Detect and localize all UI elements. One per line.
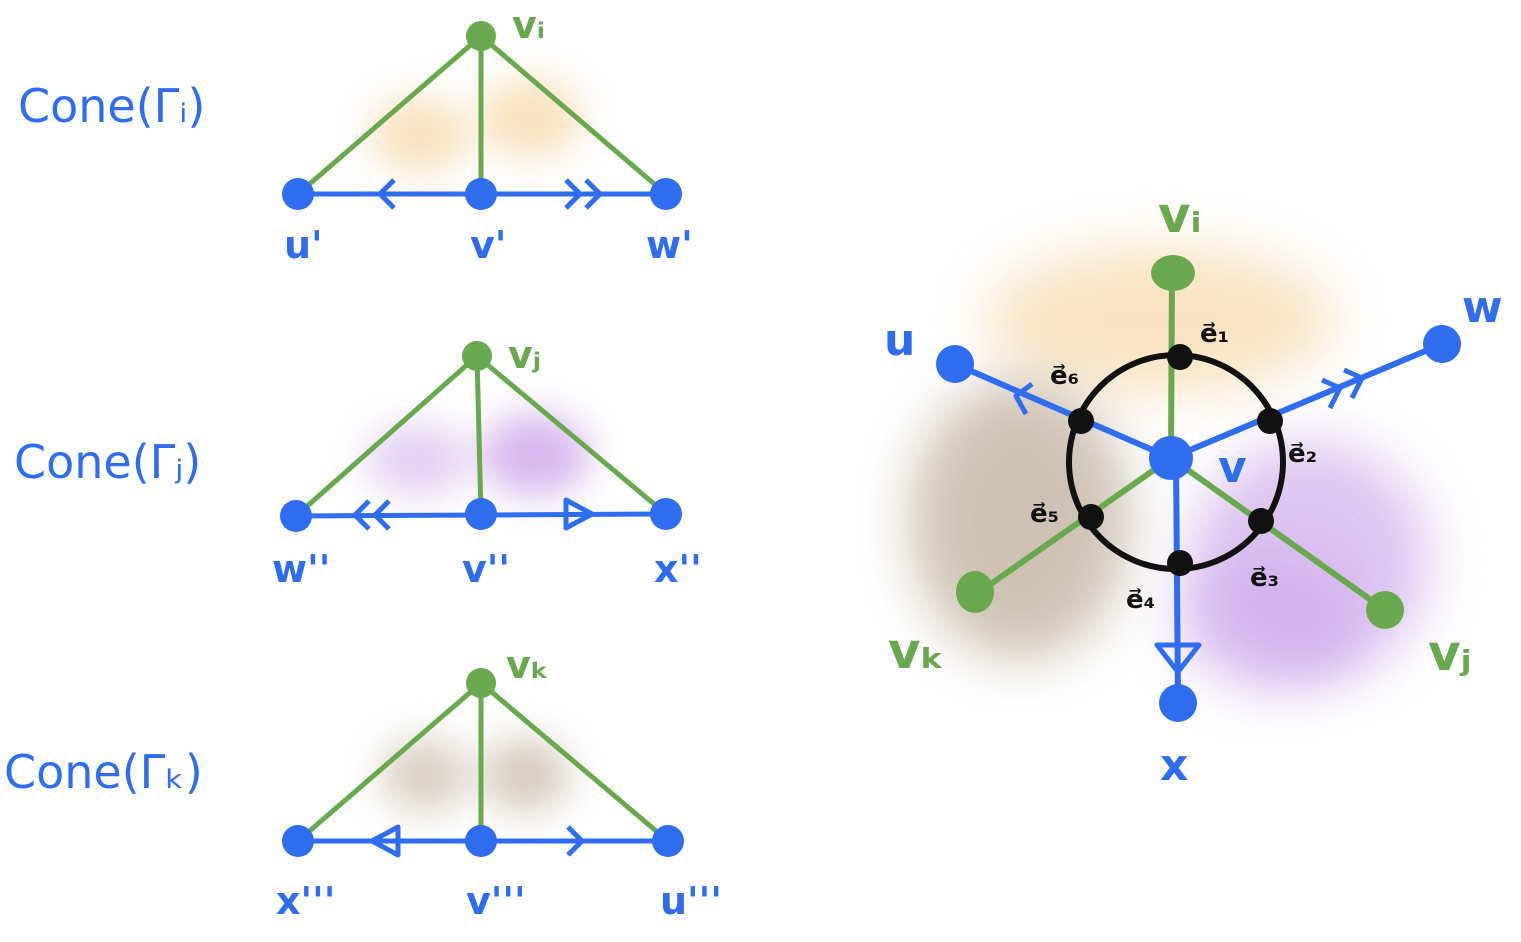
cone-k-arrow-right bbox=[566, 825, 585, 857]
cone-i-edge-right bbox=[478, 33, 669, 197]
cone-j-right-label: x'' bbox=[654, 547, 702, 591]
cone-i-label: Cone(Γᵢ) bbox=[18, 79, 205, 133]
arrow-w-2 bbox=[1342, 367, 1365, 400]
spoke-u bbox=[952, 361, 1174, 461]
spoke-vk bbox=[972, 455, 1174, 598]
w-label: w bbox=[1462, 282, 1503, 333]
vk-label: vₖ bbox=[888, 622, 945, 680]
cone-j-right-dot bbox=[650, 498, 682, 530]
vj-label: vⱼ bbox=[1428, 624, 1472, 682]
cone-k-mid-label: v''' bbox=[466, 879, 526, 923]
cone-j-mid-label: v'' bbox=[462, 547, 510, 591]
star-link: v u w x vᵢ vⱼ vₖ e⃗₁ e⃗₂ e⃗₃ e⃗₄ e⃗₅ e⃗₆ bbox=[884, 186, 1503, 791]
cone-k-arrow-left bbox=[369, 824, 401, 858]
cone-i-right-label: w' bbox=[646, 223, 693, 267]
e5-label: e⃗₅ bbox=[1030, 499, 1059, 529]
cone-k-apex-label: vₖ bbox=[506, 643, 549, 687]
cone-j-shade-right bbox=[480, 413, 590, 497]
cone-i-left-dot bbox=[282, 178, 314, 210]
cone-i-mid-dot bbox=[465, 178, 497, 210]
cone-k-edge-left bbox=[295, 680, 484, 844]
cone-i-shade-right bbox=[478, 78, 582, 158]
e2-label: e⃗₂ bbox=[1288, 439, 1317, 469]
spoke-w bbox=[1168, 341, 1445, 461]
cone-i-shade-left bbox=[370, 97, 470, 173]
cone-j-mid-dot bbox=[465, 498, 497, 530]
u-dot bbox=[936, 345, 974, 383]
vi-dot bbox=[1151, 255, 1195, 291]
cone-k-apex-dot bbox=[466, 668, 496, 698]
cone-k-shade-right bbox=[480, 737, 570, 813]
cone-j-apex-label: vⱼ bbox=[508, 333, 541, 377]
cone-k-left-label: x''' bbox=[276, 879, 335, 923]
star-shade-orange bbox=[985, 245, 1335, 395]
cone-k-right-dot bbox=[652, 825, 684, 857]
center-dot bbox=[1149, 436, 1193, 480]
x-label: x bbox=[1160, 740, 1188, 791]
cone-j-apex-dot bbox=[462, 341, 492, 371]
e1-dot bbox=[1167, 344, 1193, 370]
cone-i-right-dot bbox=[650, 178, 682, 210]
x-dot bbox=[1159, 684, 1197, 722]
cone-j: Cone(Γⱼ) vⱼ w'' v'' x'' bbox=[14, 333, 702, 591]
cone-j-arrow-right bbox=[563, 497, 595, 531]
vj-dot bbox=[1366, 591, 1404, 629]
cone-k-shade-left bbox=[380, 737, 470, 813]
cone-i-edge-left bbox=[295, 33, 484, 197]
spoke-x bbox=[1173, 455, 1181, 706]
cone-j-left-dot bbox=[280, 500, 312, 532]
cone-i-arrow-right-1 bbox=[564, 178, 583, 210]
arrow-u bbox=[1013, 382, 1034, 416]
e5-dot bbox=[1078, 504, 1104, 530]
e6-dot bbox=[1068, 408, 1094, 434]
center-label: v bbox=[1218, 442, 1247, 493]
e3-label: e⃗₃ bbox=[1250, 563, 1279, 593]
cone-j-arrow-left-2 bbox=[372, 499, 391, 531]
cone-k: Cone(Γₖ) vₖ x''' v''' u''' bbox=[4, 643, 722, 923]
cone-i-mid-label: v' bbox=[470, 223, 506, 267]
cone-j-shade-left bbox=[366, 424, 470, 496]
w-dot bbox=[1423, 325, 1461, 363]
cone-j-edge-right bbox=[474, 353, 669, 517]
e1-label: e⃗₁ bbox=[1200, 319, 1229, 349]
cone-i: Cone(Γᵢ) vᵢ u' v' w' bbox=[18, 3, 693, 267]
vi-label: vᵢ bbox=[1158, 186, 1202, 244]
cone-j-edge-left bbox=[293, 353, 480, 519]
cone-i-apex-dot bbox=[466, 21, 496, 51]
e4-dot bbox=[1167, 550, 1193, 576]
e3-dot bbox=[1248, 508, 1274, 534]
cone-j-label: Cone(Γⱼ) bbox=[14, 435, 201, 489]
vk-dot bbox=[956, 571, 994, 613]
cone-i-arrow-right-2 bbox=[584, 178, 603, 210]
cone-k-left-dot bbox=[282, 825, 314, 857]
cone-i-arrow-left bbox=[377, 178, 396, 210]
cone-i-left-label: u' bbox=[284, 223, 323, 267]
e6-label: e⃗₆ bbox=[1050, 361, 1079, 391]
cone-k-mid-dot bbox=[465, 825, 497, 857]
cone-k-label: Cone(Γₖ) bbox=[4, 745, 203, 799]
cone-k-right-label: u''' bbox=[660, 879, 722, 923]
cone-k-edge-right bbox=[478, 680, 671, 844]
e2-dot bbox=[1257, 408, 1283, 434]
cone-j-edge-mid bbox=[474, 353, 484, 517]
cone-j-arrow-left-1 bbox=[352, 499, 371, 531]
u-label: u bbox=[884, 315, 915, 366]
arrow-w-1 bbox=[1320, 377, 1343, 410]
arrow-x bbox=[1154, 642, 1202, 675]
spoke-vj bbox=[1168, 455, 1388, 613]
cone-i-apex-label: vᵢ bbox=[512, 3, 545, 47]
e4-label: e⃗₄ bbox=[1126, 585, 1155, 615]
cone-j-left-label: w'' bbox=[272, 547, 330, 591]
star-shade-purple-2 bbox=[1175, 550, 1365, 690]
